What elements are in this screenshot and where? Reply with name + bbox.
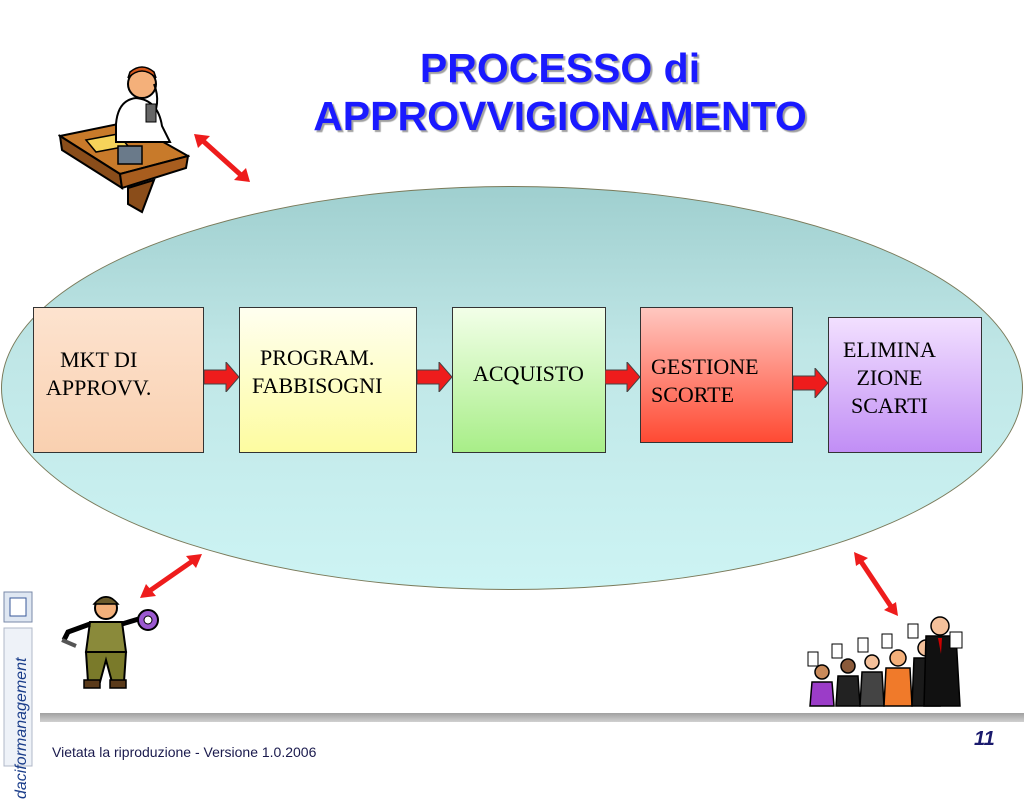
double-arrow-bottom-right bbox=[854, 552, 898, 616]
step-box-program: PROGRAM. FABBISOGNI bbox=[239, 307, 417, 453]
title-line-2: APPROVVIGIONAMENTO bbox=[313, 93, 807, 139]
judges-scorecards-illustration bbox=[807, 616, 963, 707]
company-logo bbox=[2, 590, 34, 768]
step-label-scorte: GESTIONE SCORTE bbox=[651, 354, 759, 407]
footer-divider bbox=[40, 713, 1024, 722]
step-box-scarti: ELIMINA ZIONE SCARTI bbox=[828, 317, 982, 453]
step-box-scorte: GESTIONE SCORTE bbox=[640, 307, 793, 443]
logo-mark-icon bbox=[3, 591, 33, 767]
step-label-program: PROGRAM. FABBISOGNI bbox=[252, 345, 383, 398]
step-label-mkt: MKT DI APPROVV. bbox=[46, 347, 152, 400]
flow-arrow-4 bbox=[793, 368, 829, 398]
step-box-mkt: MKT DI APPROVV. bbox=[33, 307, 204, 453]
flow-arrow-3 bbox=[605, 362, 641, 392]
flow-arrow-2 bbox=[417, 362, 453, 392]
step-label-acquisto: ACQUISTO bbox=[473, 361, 584, 386]
logo-text: daciformanagement bbox=[13, 657, 30, 799]
step-label-scarti: ELIMINA ZIONE SCARTI bbox=[843, 337, 936, 418]
mechanic-worker-illustration bbox=[61, 596, 159, 689]
office-worker-phone-illustration bbox=[58, 66, 190, 214]
title-line-1: PROCESSO di bbox=[419, 45, 701, 91]
step-box-acquisto: ACQUISTO bbox=[452, 307, 606, 453]
footer-copyright: Vietata la riproduzione - Versione 1.0.2… bbox=[52, 744, 317, 760]
double-arrow-bottom-left bbox=[140, 554, 202, 598]
page-number: 11 bbox=[974, 728, 995, 750]
slide-title: PROCESSO di APPROVVIGIONAMENTO bbox=[200, 44, 920, 140]
double-arrow-top-left bbox=[194, 134, 250, 182]
flow-arrow-1 bbox=[204, 362, 240, 392]
